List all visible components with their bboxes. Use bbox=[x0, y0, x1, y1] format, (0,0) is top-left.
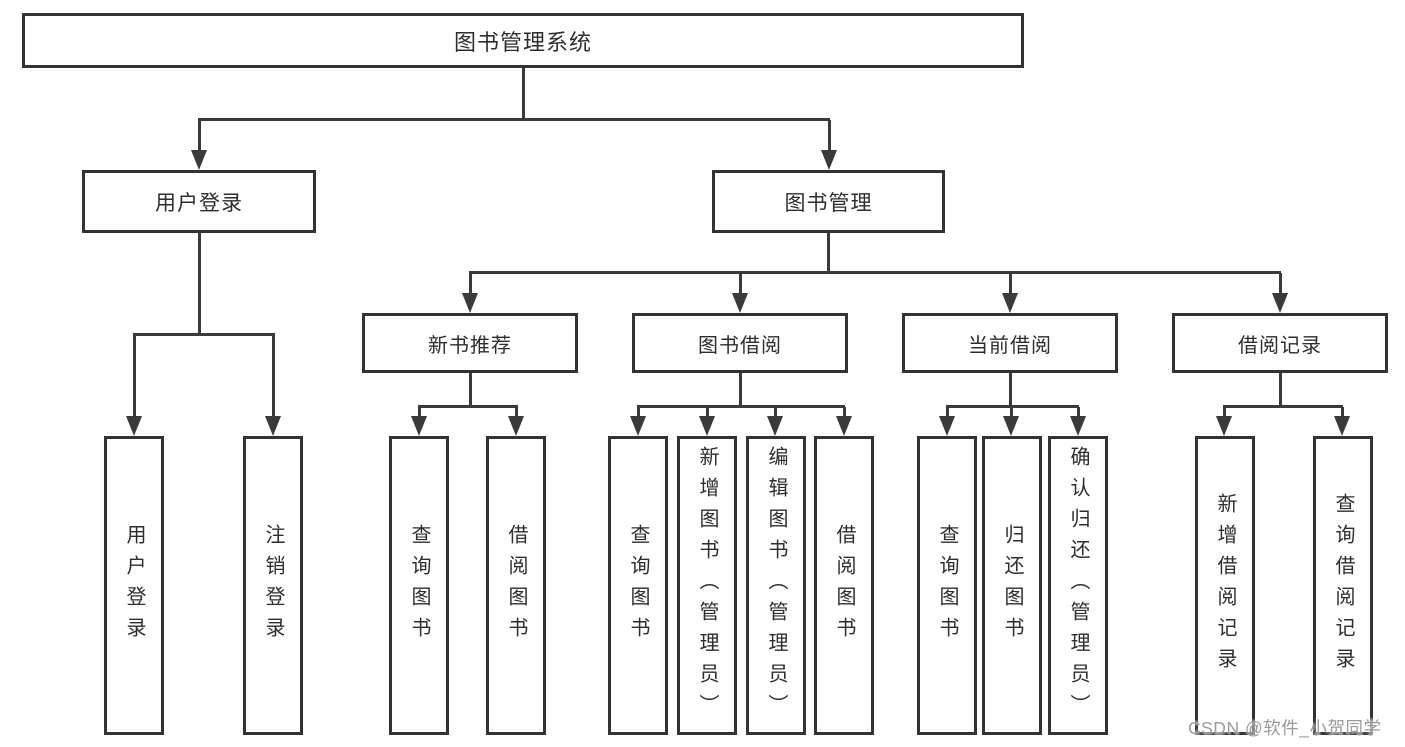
arrow-down-icon bbox=[411, 407, 427, 436]
leaf-label: 查询图书 bbox=[627, 523, 649, 648]
node-book-borrowing: 图书借阅 bbox=[632, 313, 848, 373]
csdn-watermark: CSDN @软件_小贺同学 bbox=[1188, 718, 1382, 738]
leaf-confirm-return-admin: 确认归还（管理员） bbox=[1048, 436, 1108, 735]
arrow-down-icon bbox=[1272, 273, 1288, 313]
leaf-edit-book-admin: 编辑图书（管理员） bbox=[746, 436, 806, 735]
arrow-down-icon bbox=[699, 407, 715, 436]
node-book-management: 图书管理 bbox=[712, 170, 945, 233]
node-library-system: 图书管理系统 bbox=[22, 13, 1024, 68]
leaf-query-books: 查询图书 bbox=[389, 436, 449, 735]
connector-line bbox=[133, 333, 275, 336]
connector-line bbox=[469, 271, 1281, 274]
arrow-down-icon bbox=[836, 407, 852, 436]
arrow-down-icon bbox=[630, 407, 646, 436]
leaf-label: 查询图书 bbox=[408, 523, 430, 648]
leaf-borrow-books: 借阅图书 bbox=[486, 436, 546, 735]
node-new-book-recommendation: 新书推荐 bbox=[362, 313, 578, 373]
leaf-add-borrow-record: 新增借阅记录 bbox=[1195, 436, 1255, 735]
arrow-down-icon bbox=[1002, 273, 1018, 313]
connector-line bbox=[827, 233, 830, 273]
leaf-label: 借阅图书 bbox=[505, 523, 527, 648]
connector-line bbox=[1279, 373, 1282, 407]
leaf-user-login: 用户登录 bbox=[104, 436, 164, 735]
connector-line bbox=[522, 68, 525, 120]
arrow-down-icon bbox=[508, 407, 524, 436]
arrow-down-icon bbox=[939, 407, 955, 436]
arrow-down-icon bbox=[462, 273, 478, 313]
leaf-query-books: 查询图书 bbox=[608, 436, 668, 735]
leaf-label: 编辑图书（管理员） bbox=[765, 446, 787, 725]
leaf-label: 确认归还（管理员） bbox=[1067, 446, 1089, 725]
arrow-down-icon bbox=[767, 407, 783, 436]
arrow-down-icon bbox=[1334, 407, 1350, 436]
leaf-borrow-books: 借阅图书 bbox=[814, 436, 874, 735]
connector-line bbox=[739, 373, 742, 407]
leaf-label: 查询借阅记录 bbox=[1332, 492, 1354, 679]
arrow-down-icon bbox=[1003, 407, 1019, 436]
arrow-down-icon bbox=[821, 120, 837, 170]
leaf-label: 用户登录 bbox=[123, 523, 145, 648]
connector-line bbox=[469, 373, 472, 407]
leaf-query-books: 查询图书 bbox=[917, 436, 977, 735]
node-borrowing-records: 借阅记录 bbox=[1172, 313, 1388, 373]
leaf-logout: 注销登录 bbox=[243, 436, 303, 735]
arrow-down-icon bbox=[265, 335, 281, 436]
leaf-label: 归还图书 bbox=[1001, 523, 1023, 648]
arrow-down-icon bbox=[732, 273, 748, 313]
connector-line bbox=[637, 405, 845, 408]
leaf-label: 新增图书（管理员） bbox=[696, 446, 718, 725]
leaf-label: 查询图书 bbox=[936, 523, 958, 648]
leaf-return-book: 归还图书 bbox=[982, 436, 1042, 735]
leaf-label: 借阅图书 bbox=[833, 523, 855, 648]
leaf-add-book-admin: 新增图书（管理员） bbox=[677, 436, 737, 735]
arrow-down-icon bbox=[1216, 407, 1232, 436]
connector-line bbox=[946, 405, 1079, 408]
connector-line bbox=[1223, 405, 1343, 408]
node-user-login: 用户登录 bbox=[82, 170, 316, 233]
leaf-label: 新增借阅记录 bbox=[1214, 492, 1236, 679]
arrow-down-icon bbox=[1070, 407, 1086, 436]
leaf-label: 注销登录 bbox=[262, 523, 284, 648]
node-current-borrowing: 当前借阅 bbox=[902, 313, 1118, 373]
connector-line bbox=[1009, 373, 1012, 407]
connector-line bbox=[198, 118, 830, 121]
leaf-query-borrow-record: 查询借阅记录 bbox=[1313, 436, 1373, 735]
arrow-down-icon bbox=[126, 335, 142, 436]
arrow-down-icon bbox=[191, 120, 207, 170]
connector-line bbox=[418, 405, 518, 408]
connector-line bbox=[198, 233, 201, 335]
